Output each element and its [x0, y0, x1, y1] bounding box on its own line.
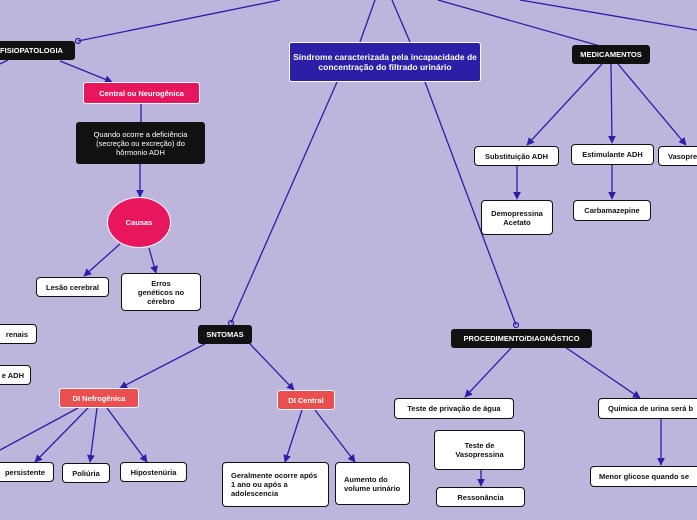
node-di-nefrogenica-label: DI Nefrogênica: [72, 393, 126, 403]
node-demopressina-label: Demopressina Acetato: [491, 208, 543, 227]
junction-fisio: [74, 37, 82, 45]
node-causas-label: Causas: [125, 218, 153, 227]
line-med-vasopressina: [617, 63, 687, 146]
node-vasopressina[interactable]: Vasopre: [658, 146, 697, 166]
node-substituicao-adh-label: Substituição ADH: [484, 151, 549, 161]
branch-medicamentos[interactable]: MEDICAMENTOS: [572, 45, 650, 64]
node-substituicao-adh[interactable]: Substituição ADH: [474, 146, 559, 166]
line-central-sintomas: [230, 81, 338, 324]
node-menor-glicose[interactable]: Menor glicose quando se: [590, 466, 697, 487]
line-nefro-persistente2: [34, 407, 89, 463]
node-demopressina[interactable]: Demopressina Acetato: [481, 200, 553, 235]
line-causas-lesao: [83, 243, 121, 277]
line-fisio-left: [0, 59, 9, 65]
node-vasopressina-label: Vasopre: [668, 151, 697, 161]
node-persistente-label: persistente: [4, 467, 45, 477]
node-adh-label: e ADH: [1, 370, 24, 380]
node-teste-vasopressina-label: Teste de Vasopressina: [455, 441, 504, 459]
line-med-estimulante: [608, 63, 616, 144]
line-nefro-persistente: [0, 407, 79, 451]
node-deficiencia-adh-label: Quando ocorre a deficiência (secreção ou…: [93, 129, 188, 157]
node-renais-label: renais: [5, 329, 28, 339]
branch-fisiopatologia[interactable]: FISIOPATOLOGIA: [0, 41, 75, 60]
node-quimica-urina-label: Química de urina será b: [608, 404, 694, 413]
line-causas-erros: [148, 247, 158, 274]
node-hipostenuria[interactable]: Hipostenúria: [120, 462, 187, 482]
line-sintomas-central: [249, 343, 295, 391]
node-persistente[interactable]: persistente: [0, 462, 54, 482]
branch-sintomas-label: SNTOMAS: [206, 330, 244, 339]
node-privacao-agua[interactable]: Teste de privação de água: [394, 398, 514, 419]
node-aumento-volume-label: Aumento do volume urinário: [344, 474, 401, 493]
node-aumento-volume[interactable]: Aumento do volume urinário: [335, 462, 410, 505]
node-estimulante-adh-label: Estimulante ADH: [582, 150, 643, 159]
line-root-fisiopatologia: [77, 0, 281, 42]
central-topic[interactable]: Síndrome caracterizada pela incapacidade…: [289, 42, 481, 82]
junction-procedimento: [512, 321, 520, 329]
node-hipostenuria-label: Hipostenúria: [130, 467, 177, 477]
node-causas[interactable]: Causas: [107, 197, 171, 248]
node-teste-vasopressina[interactable]: Teste de Vasopressina: [434, 430, 525, 470]
node-geralmente-label: Geralmente ocorre após 1 ano ou após a a…: [231, 471, 318, 498]
node-poliuria-label: Poliúria: [72, 468, 100, 478]
line-med-substituicao: [526, 63, 603, 146]
node-di-nefrogenica[interactable]: DI Nefrogênica: [59, 388, 139, 408]
node-erros-geneticos-label: Erros genéticos no cérebro: [137, 278, 185, 306]
node-deficiencia-adh[interactable]: Quando ocorre a deficiência (secreção ou…: [76, 122, 205, 164]
node-erros-geneticos[interactable]: Erros genéticos no cérebro: [121, 273, 201, 311]
line-nefro-poliuria: [87, 407, 98, 463]
line-fisio-neuro: [59, 60, 113, 83]
node-privacao-agua-label: Teste de privação de água: [407, 404, 501, 413]
line-dicentral-geralmente: [283, 409, 303, 463]
node-geralmente[interactable]: Geralmente ocorre após 1 ano ou após a a…: [222, 462, 329, 507]
line-root-central-left: [359, 0, 376, 43]
line-proc-privacao: [464, 346, 513, 398]
node-lesao-cerebral-label: Lesão cerebral: [46, 282, 99, 292]
line-sintomas-nefro: [119, 343, 206, 389]
node-di-central-label: DI Central: [288, 395, 324, 405]
central-topic-text: Síndrome caracterizada pela incapacidade…: [293, 51, 477, 72]
node-estimulante-adh[interactable]: Estimulante ADH: [571, 144, 654, 165]
node-ressonancia[interactable]: Ressonância: [436, 487, 525, 507]
line-central-procedimento: [424, 81, 517, 326]
node-poliuria[interactable]: Poliúria: [62, 463, 110, 483]
branch-procedimento[interactable]: PROCEDIMENTO/DIAGNÓSTICO: [451, 329, 592, 348]
branch-medicamentos-label: MEDICAMENTOS: [580, 50, 642, 59]
branch-procedimento-label: PROCEDIMENTO/DIAGNÓSTICO: [463, 334, 580, 343]
node-lesao-cerebral[interactable]: Lesão cerebral: [36, 277, 109, 297]
line-root-right: [519, 0, 697, 31]
line-proc-quimica: [564, 346, 641, 399]
branch-fisiopatologia-label: FISIOPATOLOGIA: [0, 46, 63, 55]
node-adh[interactable]: e ADH: [0, 365, 31, 385]
node-quimica-urina[interactable]: Química de urina será b: [598, 398, 697, 419]
branch-sintomas[interactable]: SNTOMAS: [198, 325, 252, 344]
node-central-neurogenica[interactable]: Central ou Neurogênica: [83, 82, 200, 104]
node-carbamazepine-label: Carbamazepine: [584, 206, 640, 215]
line-nefro-hipostenuria: [106, 407, 148, 463]
node-menor-glicose-label: Menor glicose quando se: [599, 472, 690, 481]
node-ressonancia-label: Ressonância: [457, 492, 504, 502]
line-root-central-right: [391, 0, 411, 43]
line-root-medicamentos: [437, 0, 601, 47]
node-di-central[interactable]: DI Central: [277, 390, 335, 410]
node-renais[interactable]: renais: [0, 324, 37, 344]
node-carbamazepine[interactable]: Carbamazepine: [573, 200, 651, 221]
node-central-neurogenica-label: Central ou Neurogênica: [99, 88, 184, 98]
line-dicentral-aumento: [314, 409, 356, 463]
